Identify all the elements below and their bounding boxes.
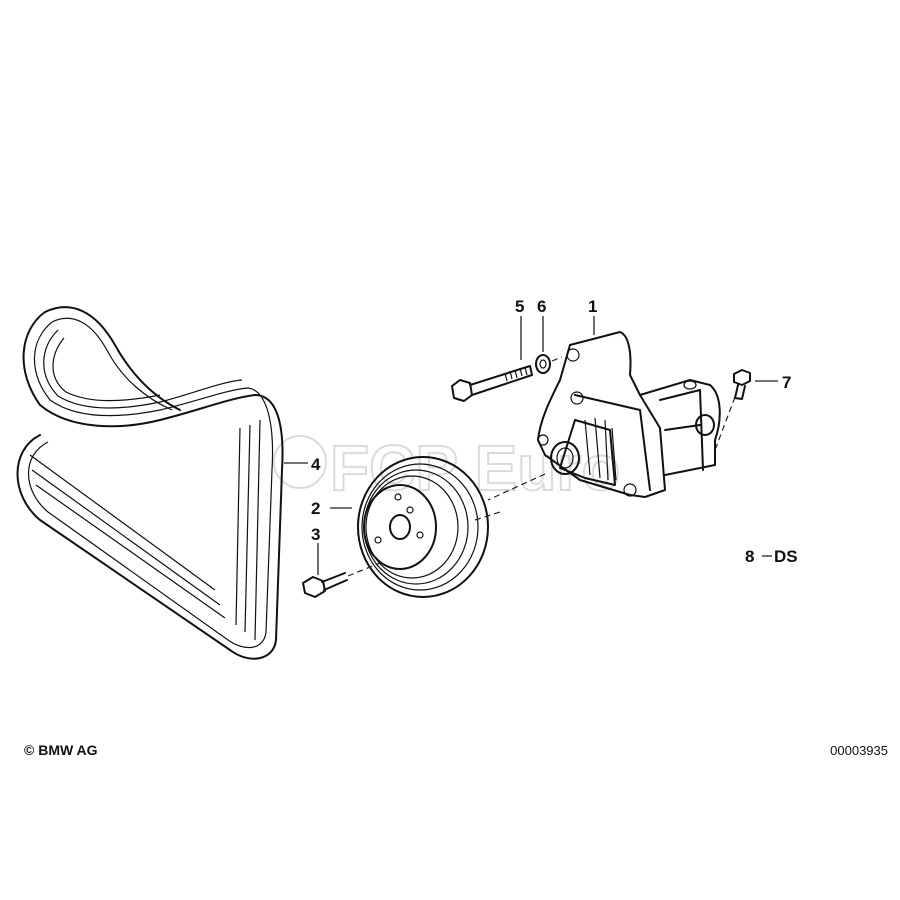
pulley-bolt <box>302 560 386 598</box>
callout-5[interactable]: 5 <box>515 297 524 316</box>
callout-4[interactable]: 4 <box>311 455 321 474</box>
washer <box>535 354 563 374</box>
callout-1[interactable]: 1 <box>588 297 597 316</box>
callout-3[interactable]: 3 <box>311 525 320 544</box>
copyright-notice: © BMW AG <box>24 742 98 758</box>
callout-6[interactable]: 6 <box>537 297 546 316</box>
callout-2[interactable]: 2 <box>311 499 320 518</box>
callout-8[interactable]: 8 <box>745 547 754 566</box>
power-steering-pump <box>474 331 736 521</box>
leader-lines <box>284 316 778 575</box>
callout-8-suffix: DS <box>774 547 798 566</box>
callout-7[interactable]: 7 <box>782 373 791 392</box>
long-bolt <box>451 365 533 402</box>
document-number: 00003935 <box>830 743 888 758</box>
pump-bolt <box>733 369 751 400</box>
drive-belt <box>16 306 284 660</box>
pulley <box>357 456 489 598</box>
